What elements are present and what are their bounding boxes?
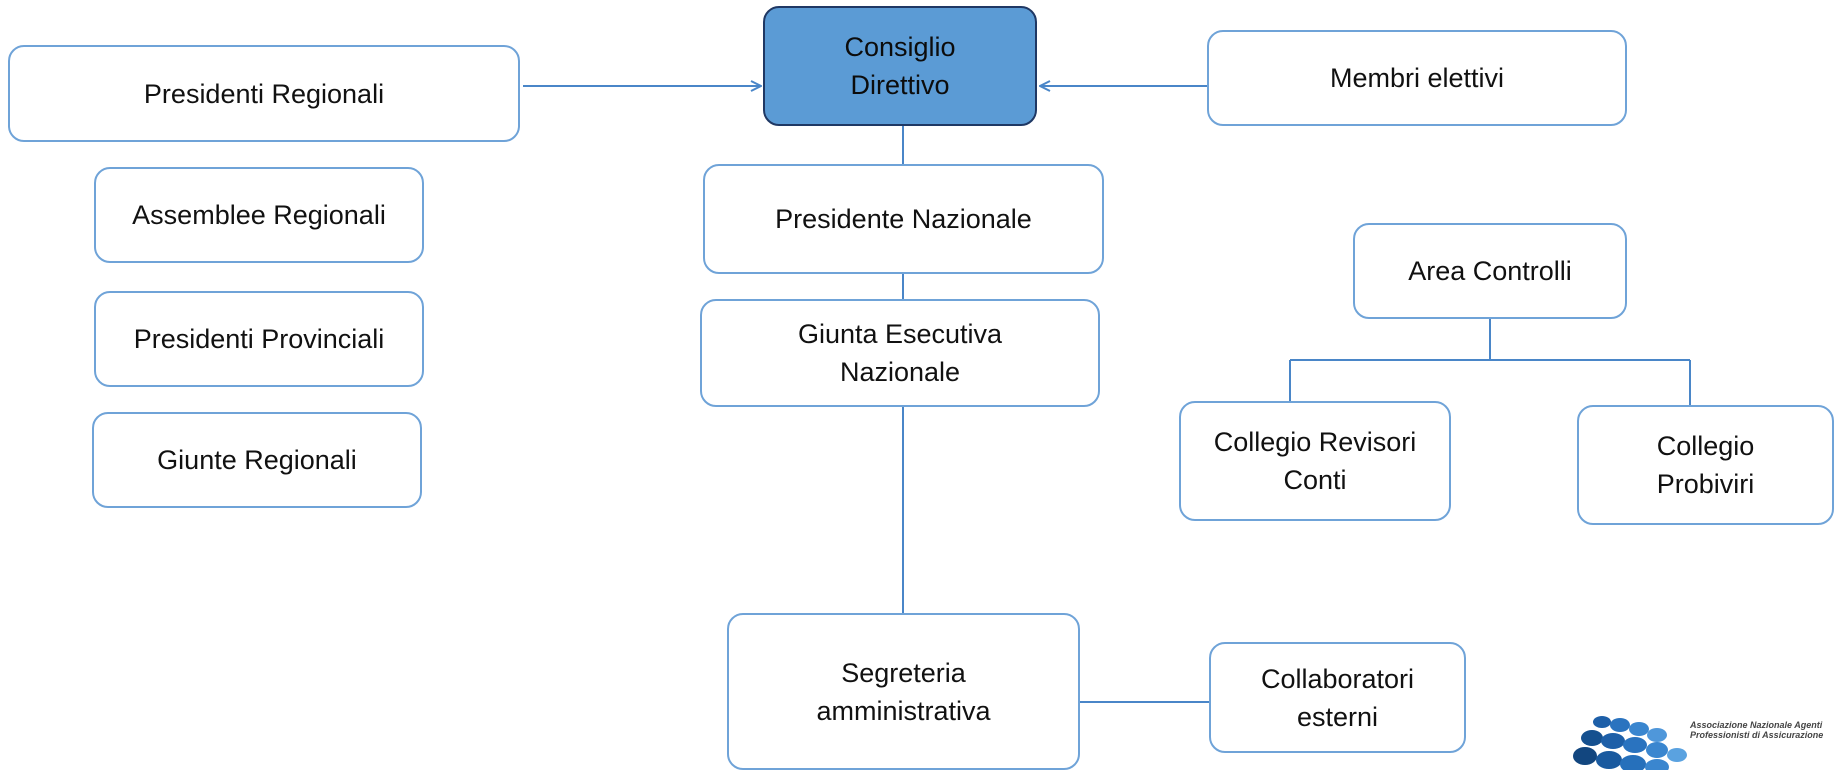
association-logo: Associazione Nazionale Agenti Profession… bbox=[1555, 712, 1837, 770]
collaboratori-esterni-box: Collaboratori esterni bbox=[1209, 642, 1466, 753]
segreteria-amministrativa-box: Segreteria amministrativa bbox=[727, 613, 1080, 770]
assemblee-regionali-box: Assemblee Regionali bbox=[94, 167, 424, 263]
presidenti-provinciali-box: Presidenti Provinciali bbox=[94, 291, 424, 387]
consiglio-direttivo-box: Consiglio Direttivo bbox=[763, 6, 1037, 126]
collegio-probiviri-box: Collegio Probiviri bbox=[1577, 405, 1834, 525]
giunta-esecutiva-box: Giunta Esecutiva Nazionale bbox=[700, 299, 1100, 407]
area-controlli-box: Area Controlli bbox=[1353, 223, 1627, 319]
membri-elettivi-box: Membri elettivi bbox=[1207, 30, 1627, 126]
logo-mark-icon bbox=[1573, 716, 1687, 770]
giunte-regionali-box: Giunte Regionali bbox=[92, 412, 422, 508]
logo-text: Associazione Nazionale Agenti Profession… bbox=[1690, 720, 1824, 740]
presidenti-regionali-box: Presidenti Regionali bbox=[8, 45, 520, 142]
presidente-nazionale-box: Presidente Nazionale bbox=[703, 164, 1104, 274]
collegio-revisori-box: Collegio Revisori Conti bbox=[1179, 401, 1451, 521]
